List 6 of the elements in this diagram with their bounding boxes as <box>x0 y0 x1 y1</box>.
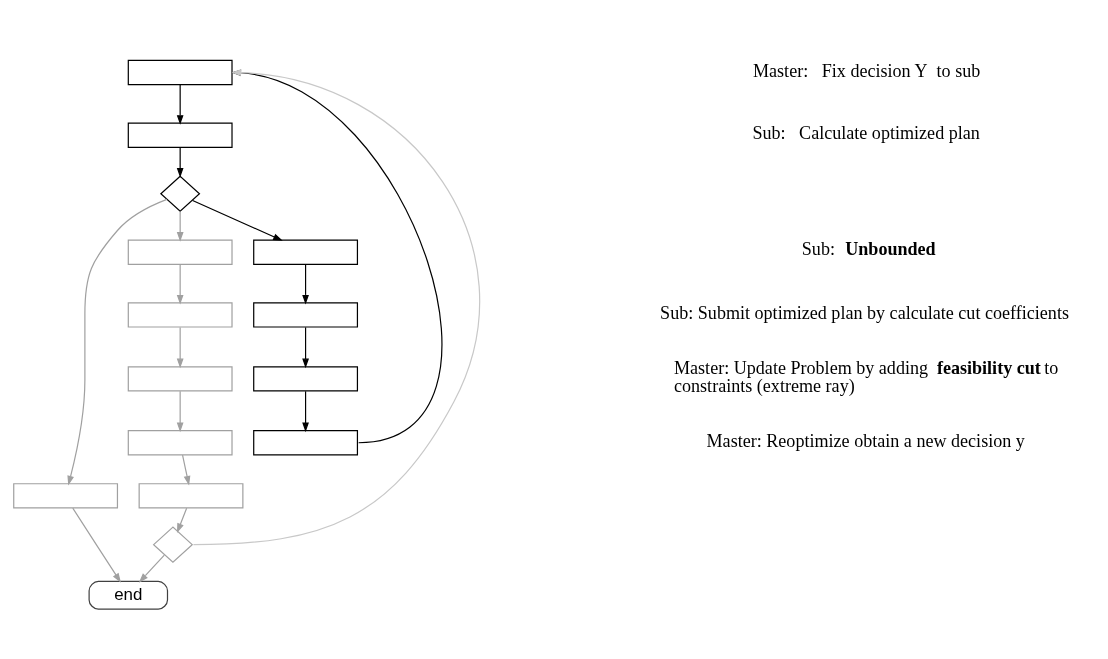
label: Sub: Submit optimized plan by calculate cut coefficients <box>660 302 1069 323</box>
label: Sub: Calculate optimized plan <box>752 122 980 143</box>
label: Sub: Unbounded <box>801 238 936 259</box>
label: Master: Update Problem by adding feasibility cut to constraints (extreme ray) <box>673 357 1059 396</box>
label: Master: Fix decision Y to sub <box>752 60 981 81</box>
label: Master: Reoptimize obtain a new decision y <box>706 430 1025 451</box>
